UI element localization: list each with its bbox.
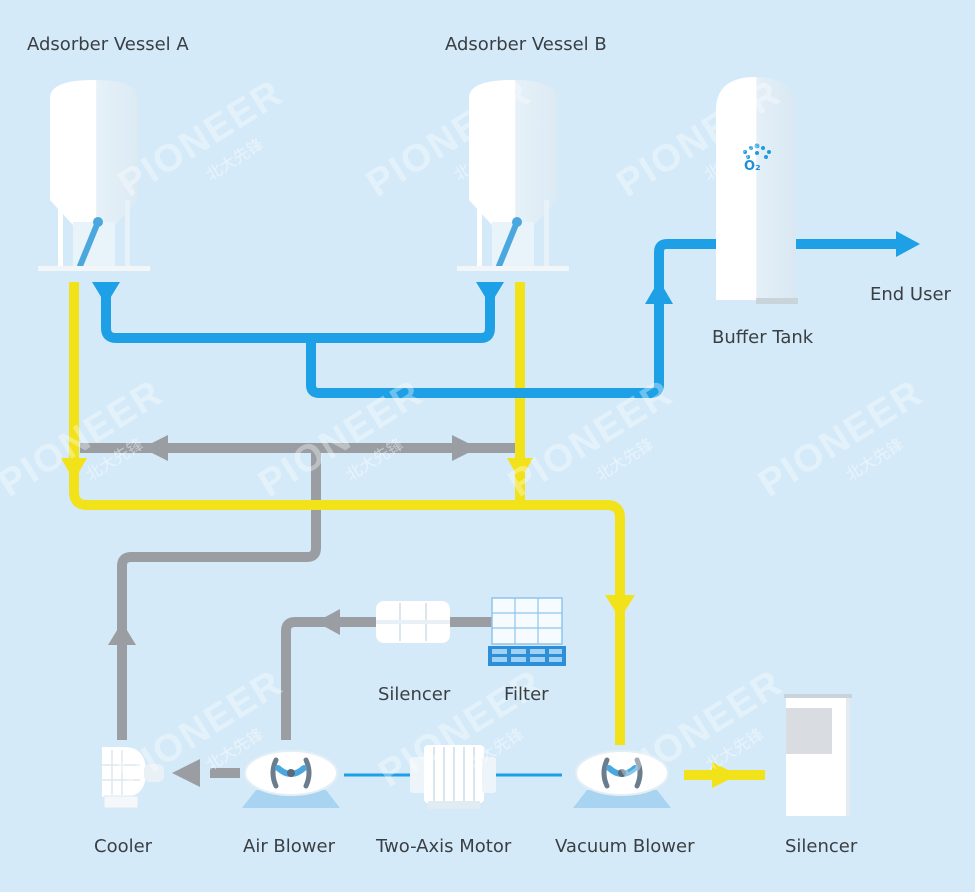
oxygen-badge: O₂: [744, 159, 761, 174]
air-arrow-up-icon: [108, 622, 136, 645]
end-user-arrow-icon: [896, 231, 920, 257]
vacuum-line-a: [69, 282, 625, 745]
air-riser-line: [117, 448, 321, 740]
oxygen-bubbles-icon: [743, 143, 771, 159]
silencer-right-label: Silencer: [785, 836, 858, 857]
end-user-label: End User: [870, 284, 951, 305]
buffer-tank-label: Buffer Tank: [712, 327, 814, 348]
air-arrow-right-icon: [452, 435, 478, 461]
motor-icon: [410, 745, 496, 809]
exhaust-arrow-icon: [712, 762, 738, 788]
vacuum-arrowheads: [61, 458, 738, 788]
vacuum-arrow-down-icon: [605, 595, 635, 619]
oxygen-arrow-up-icon: [645, 280, 673, 304]
adsorber-vessel-icon: [38, 80, 150, 271]
air-arrowheads: [108, 435, 478, 787]
air-intake-line: [281, 617, 378, 740]
silencer-icon: [376, 601, 450, 643]
silencer-top-label: Silencer: [378, 684, 451, 705]
adsorber-vessel-icon: [457, 80, 569, 271]
air-arrow-left-icon: [142, 435, 168, 461]
cooler-label: Cooler: [94, 836, 153, 857]
silencer-icon: [784, 694, 852, 816]
air-lines: [80, 443, 520, 778]
adsorber-a-label: Adsorber Vessel A: [27, 34, 189, 55]
air-intake-arrow-icon: [316, 609, 340, 635]
adsorber-b-label: Adsorber Vessel B: [445, 34, 607, 55]
oxygen-header-line: [101, 282, 495, 343]
vacuum-blower-label: Vacuum Blower: [555, 836, 695, 857]
air-blower-label: Air Blower: [243, 836, 335, 857]
blower-icon: [573, 750, 671, 808]
oxygen-to-buffer-line: [306, 239, 718, 398]
filter-icon: [488, 597, 566, 666]
cooler-arrow-icon: [172, 759, 200, 787]
blower-icon: [242, 750, 340, 808]
oxygen-arrow-a-icon: [92, 282, 120, 305]
vacuum-arrow-b-icon: [507, 458, 533, 481]
buffer-tank-icon: [716, 77, 798, 304]
vacuum-arrow-a-icon: [61, 458, 87, 481]
oxygen-arrowheads: [92, 231, 920, 305]
oxygen-lines: [101, 239, 900, 398]
filter-label: Filter: [504, 684, 549, 705]
cooler-icon: [102, 747, 164, 809]
two-axis-motor-label: Two-Axis Motor: [376, 836, 512, 857]
oxygen-arrow-b-icon: [476, 282, 504, 305]
